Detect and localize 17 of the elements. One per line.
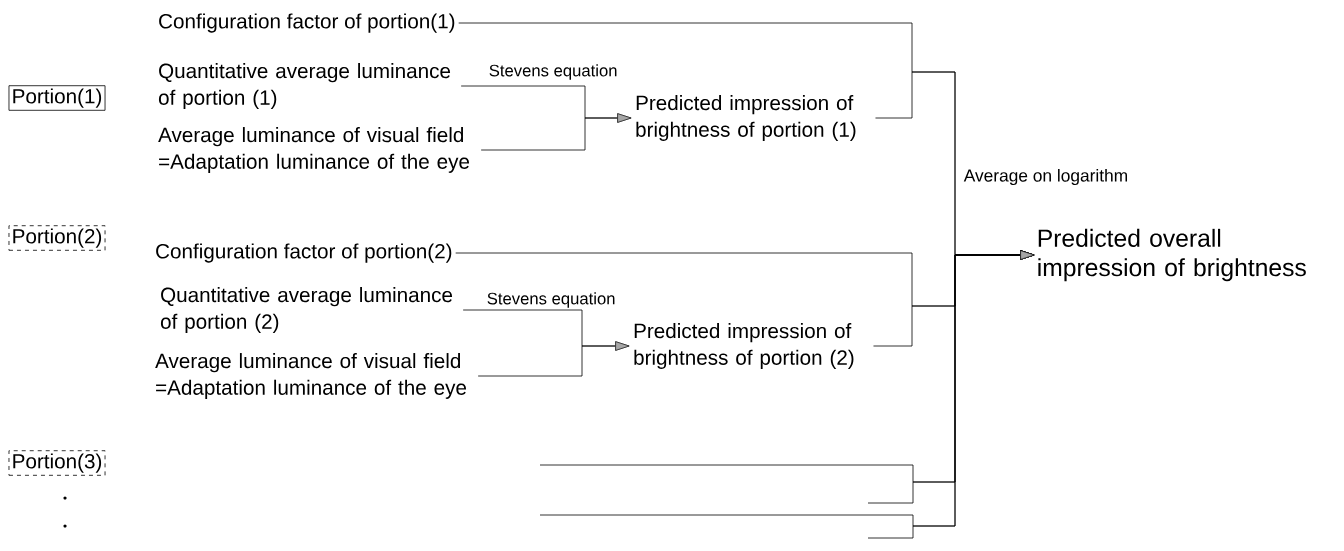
input-label: Configuration factor of portion(1) <box>159 13 455 33</box>
edge-label: Stevens equation <box>485 290 617 310</box>
connector-arrow <box>480 113 632 151</box>
input-label: Average luminance of visual field =Adaptation luminance of the eye <box>158 127 470 173</box>
annotation-label: Average on logarithm <box>963 168 1127 186</box>
portion-box: Portion(1) <box>8 85 106 111</box>
portion-box: Portion(3) <box>8 450 106 476</box>
input-label: Predicted impression of brightness of portion (2) <box>634 323 854 369</box>
input-label: Quantitative average luminance of portion (1) <box>158 63 451 109</box>
input-label: Configuration factor of portion(2) <box>156 243 452 263</box>
connector-arrow <box>477 341 630 377</box>
edge-label: Stevens equation <box>487 62 619 82</box>
input-label: Predicted impression of brightness of portion (1) <box>636 95 856 141</box>
result-label: Predicted overall impression of brightness <box>1038 228 1306 282</box>
portion-box: Portion(2) <box>8 225 106 251</box>
input-label: Quantitative average luminance of portion (2) <box>160 287 453 333</box>
input-label: Average luminance of visual field =Adaptation luminance of the eye <box>155 353 467 399</box>
